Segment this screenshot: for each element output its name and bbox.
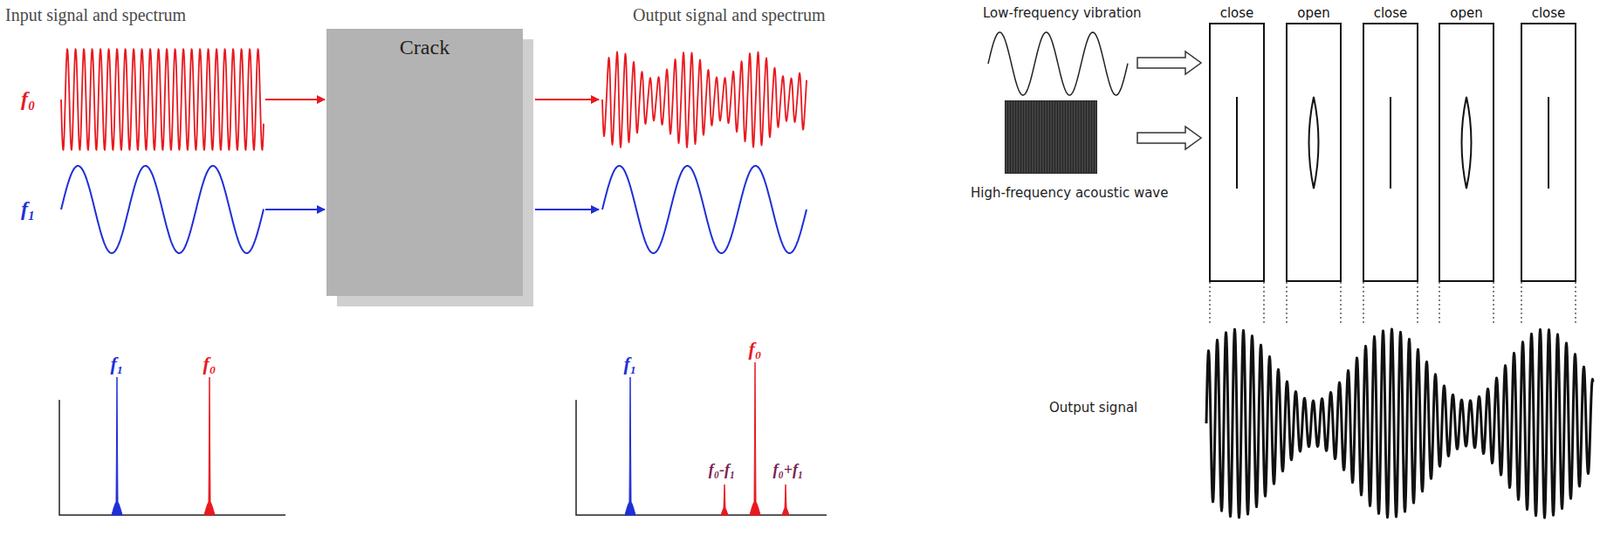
input-signal (61, 48, 264, 151)
wave-texture (1016, 101, 1018, 173)
wave-texture (1011, 101, 1013, 173)
spectrum-peak (111, 377, 123, 516)
wave-texture (1074, 101, 1076, 173)
vibration-wave (988, 32, 1128, 96)
sideband-label: f₀+f₁ (773, 460, 804, 480)
signal-arrow (535, 98, 599, 101)
peak-label: f₀ (748, 337, 763, 361)
wave-texture (1022, 101, 1024, 173)
crack-state-box: open (1285, 22, 1342, 282)
signal-arrow (535, 208, 599, 211)
section-title: Output signal and spectrum (632, 5, 826, 26)
dotted-guides (1209, 281, 1576, 325)
wave-texture (1071, 101, 1073, 173)
wave-texture (1014, 101, 1016, 173)
signal-name: f₁ (20, 197, 35, 221)
wave-texture (1079, 101, 1081, 173)
wave-texture (1045, 101, 1047, 173)
wave-texture (1082, 101, 1084, 173)
wave-texture (1056, 101, 1058, 173)
spectrum-axes (576, 399, 827, 516)
wave-label: Low-frequency vibration (982, 5, 1142, 21)
wave-texture (1050, 101, 1052, 173)
sideband-label: f₀-f₁ (708, 460, 736, 480)
section-title: Input signal and spectrum (5, 5, 186, 26)
wave-texture (1087, 101, 1089, 173)
wave-texture (1058, 101, 1060, 173)
state-label: close (1373, 5, 1408, 21)
state-label: close (1531, 5, 1566, 21)
acoustic-wave-block (1004, 100, 1098, 174)
wave-texture (1053, 101, 1055, 173)
output-signal (602, 165, 807, 254)
wave-texture (1009, 101, 1010, 173)
wave-texture (1024, 101, 1026, 173)
closed-crack (1236, 96, 1238, 189)
crack-state-box: open (1438, 22, 1495, 282)
wave-texture (1030, 101, 1031, 173)
peak-label: f₁ (110, 352, 124, 376)
wave-texture (1043, 101, 1044, 173)
hollow-arrow (1137, 51, 1202, 75)
open-crack (1462, 96, 1472, 189)
hollow-arrow (1137, 126, 1202, 150)
sideband-peak (721, 484, 728, 516)
box-title: Crack (399, 35, 450, 60)
wave-texture (1069, 101, 1071, 173)
crack-state-box: close (1362, 22, 1419, 282)
signal-arrow (265, 208, 325, 211)
wave-texture (1084, 101, 1086, 173)
signal-name: f₀ (20, 87, 35, 111)
crack-state-box: close (1520, 22, 1577, 282)
wave-texture (1037, 101, 1039, 173)
output-label: Output signal (1049, 399, 1138, 416)
open-crack (1309, 96, 1319, 189)
wave-texture (1077, 101, 1079, 173)
crack-state-box: close (1208, 22, 1265, 282)
wave-texture (1092, 101, 1094, 173)
wave-texture (1040, 101, 1042, 173)
input-signal (61, 165, 264, 254)
state-label: open (1449, 5, 1483, 21)
state-label: close (1220, 5, 1255, 21)
peak-label: f₁ (624, 352, 638, 376)
wave-texture (1090, 101, 1092, 173)
spectrum-peak (204, 377, 215, 516)
state-label: open (1297, 5, 1330, 21)
peak-label: f₀ (203, 352, 217, 376)
crack-box: Crack (326, 28, 523, 296)
wave-texture (1048, 101, 1050, 173)
wave-texture (1019, 101, 1021, 173)
closed-crack (1389, 96, 1392, 189)
wave-texture (1066, 101, 1068, 173)
wave-texture (1064, 101, 1065, 173)
wave-label: High-frequency acoustic wave (970, 185, 1168, 201)
wave-texture (1006, 101, 1008, 173)
wave-texture (1095, 101, 1097, 173)
output-waveform (1206, 329, 1594, 518)
sideband-peak (782, 484, 790, 516)
closed-crack (1547, 96, 1550, 189)
spectrum-peak (624, 377, 636, 516)
wave-texture (1027, 101, 1029, 173)
signal-arrow (265, 98, 325, 101)
output-signal (602, 51, 807, 147)
spectrum-axes (59, 399, 286, 516)
wave-texture (1032, 101, 1034, 173)
wave-texture (1061, 101, 1063, 173)
spectrum-peak (749, 362, 761, 516)
wave-texture (1035, 101, 1037, 173)
